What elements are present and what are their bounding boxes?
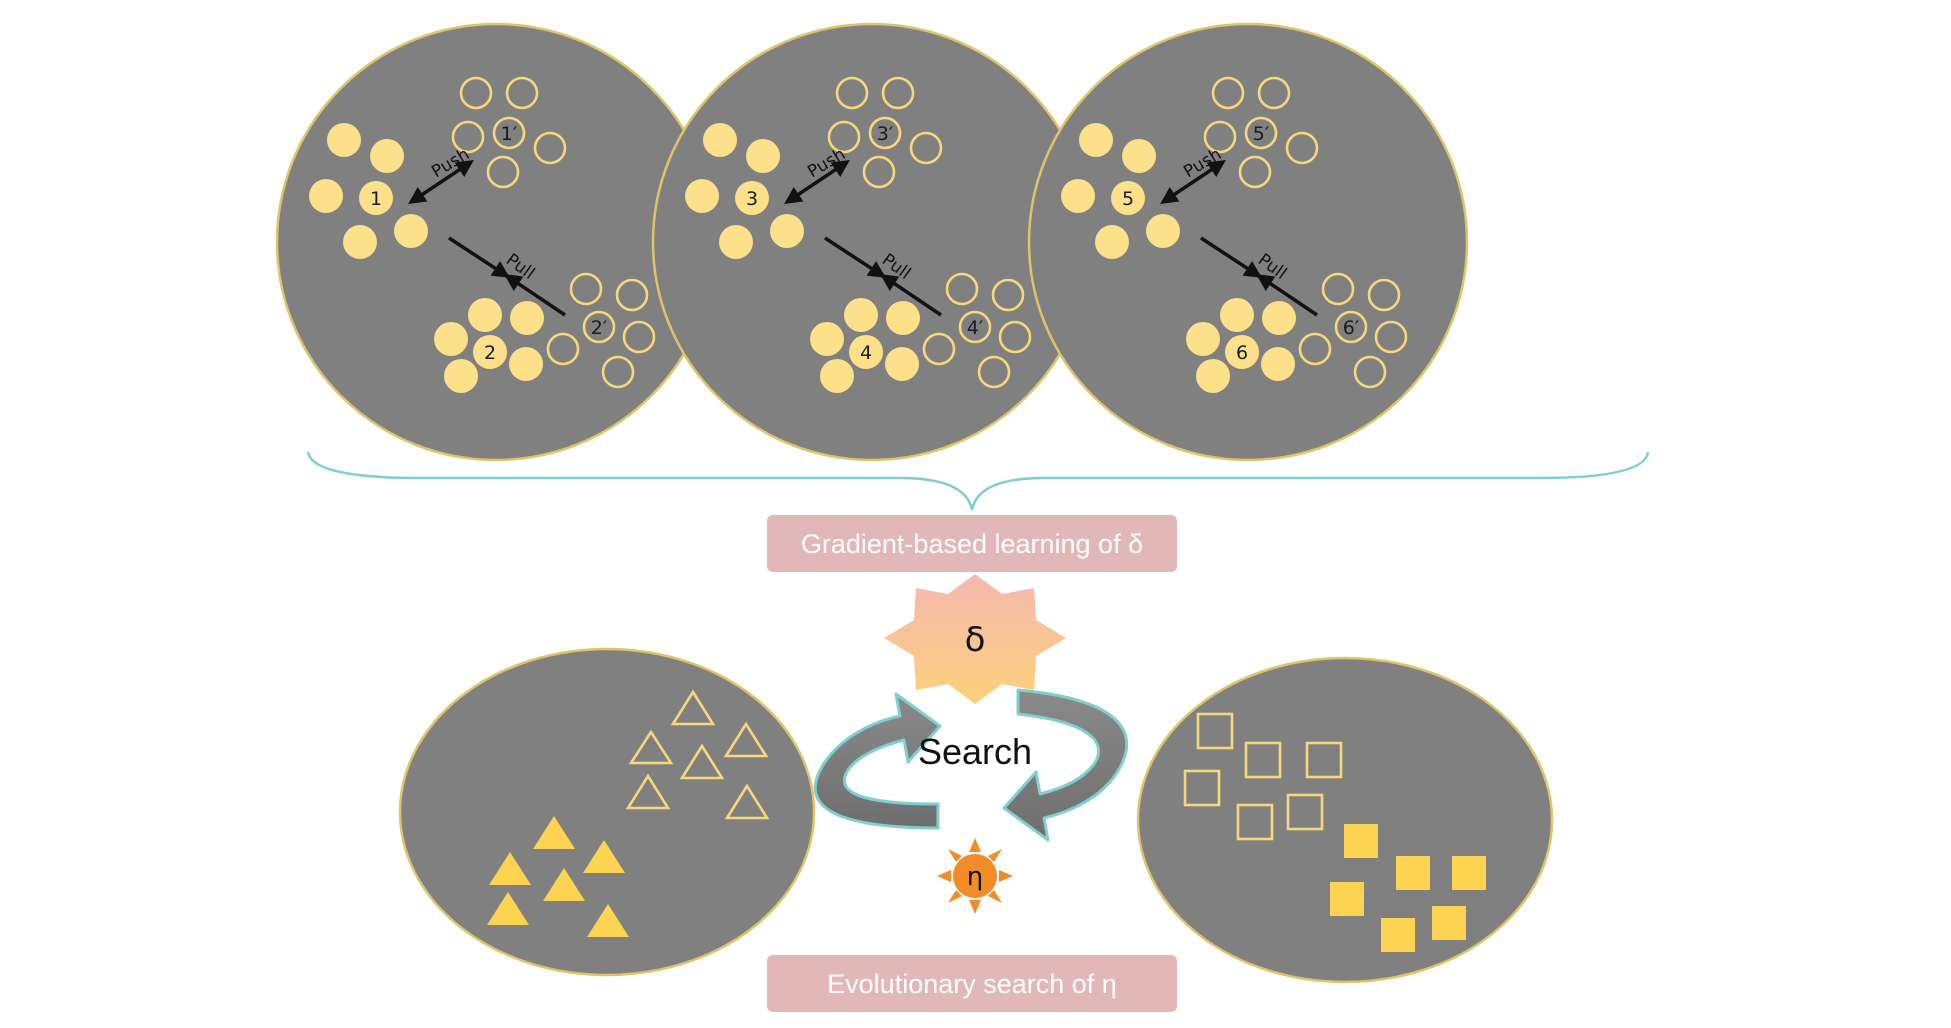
positive-cluster: 6 xyxy=(1186,298,1296,393)
negative-label-2: 6′ xyxy=(1343,317,1359,339)
delta-star-icon: δ xyxy=(884,574,1066,704)
grouping-brace xyxy=(306,451,1650,511)
evolutionary-search-banner: Evolutionary search of η xyxy=(767,955,1177,1012)
negative-cluster-top: 3′ xyxy=(827,76,943,189)
hollow-squares xyxy=(1183,712,1343,841)
anchor-label: 5 xyxy=(1122,188,1134,210)
square-space-disc xyxy=(1136,656,1554,984)
pull-arrow-a xyxy=(1200,236,1262,278)
panel-disc xyxy=(651,22,1093,462)
anchor-label: 1 xyxy=(370,188,382,210)
cycle-arrow-left-icon xyxy=(813,692,942,830)
pull-arrow-b xyxy=(1256,274,1318,317)
embedding-panel-3: 5 5′ 6 6′ Pu xyxy=(1027,22,1469,462)
negative-cluster-bottom: 2′ xyxy=(546,272,656,389)
positive-label: 2 xyxy=(484,342,496,364)
panel-disc xyxy=(398,647,816,977)
solid-squares xyxy=(1330,824,1486,952)
negative-label: 3′ xyxy=(877,123,893,145)
triangle-space-disc xyxy=(398,647,816,977)
negative-label-2: 4′ xyxy=(967,317,983,339)
push-arrow xyxy=(1160,160,1226,204)
embedding-panel-1: 1 1′ 2 2′ Pu xyxy=(275,22,717,462)
panel-disc xyxy=(275,22,717,462)
delta-symbol: δ xyxy=(965,620,986,660)
anchor-cluster: 1 xyxy=(309,123,428,259)
search-cycle-icon: Search xyxy=(813,688,1129,842)
hollow-triangles xyxy=(625,689,770,820)
solid-triangles xyxy=(487,816,629,937)
cycle-arrow-right-icon xyxy=(1002,688,1129,842)
panel-disc xyxy=(1136,656,1554,984)
negative-label: 5′ xyxy=(1253,123,1269,145)
push-arrow xyxy=(408,160,474,204)
negative-cluster-top: 1′ xyxy=(451,76,567,189)
positive-label: 6 xyxy=(1236,342,1248,364)
pull-arrow-b xyxy=(880,274,942,317)
gradient-banner-text: Gradient-based learning of δ xyxy=(801,529,1143,559)
gradient-learning-banner: Gradient-based learning of δ xyxy=(767,515,1177,572)
anchor-cluster: 5 xyxy=(1061,123,1180,259)
search-label: Search xyxy=(918,731,1032,772)
eta-symbol: η xyxy=(967,862,983,892)
negative-label-2: 2′ xyxy=(591,317,607,339)
pull-arrow-a xyxy=(824,236,886,278)
panel-disc xyxy=(1027,22,1469,462)
negative-cluster-bottom: 4′ xyxy=(922,272,1032,389)
pull-arrow-b xyxy=(504,274,566,317)
negative-cluster-bottom: 6′ xyxy=(1298,272,1408,389)
anchor-label: 3 xyxy=(746,188,758,210)
evolution-banner-text: Evolutionary search of η xyxy=(827,969,1117,999)
pull-arrow-a xyxy=(448,236,510,278)
embedding-panel-2: 3 3′ 4 4′ Pu xyxy=(651,22,1093,462)
positive-cluster: 4 xyxy=(810,298,920,393)
positive-label: 4 xyxy=(860,342,872,364)
anchor-cluster: 3 xyxy=(685,123,804,259)
positive-cluster: 2 xyxy=(434,298,544,393)
eta-sun-icon: η xyxy=(937,838,1013,914)
negative-cluster-top: 5′ xyxy=(1203,76,1319,189)
push-arrow xyxy=(784,160,850,204)
negative-label: 1′ xyxy=(501,123,517,145)
